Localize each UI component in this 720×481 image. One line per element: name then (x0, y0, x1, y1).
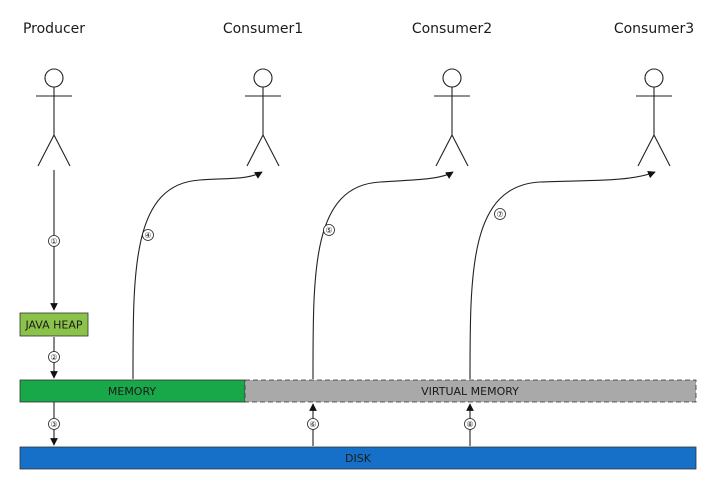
virtual-memory-box: VIRTUAL MEMORY (244, 379, 697, 403)
step-marker-8 (464, 418, 476, 430)
step-marker-7 (494, 208, 506, 220)
flow-memory-to-consumer1 (132, 171, 263, 380)
actor-label-consumer2: Consumer2 (412, 21, 492, 37)
step-marker-2 (48, 351, 60, 363)
step-label-3: ③ (50, 420, 57, 429)
consumer3-figure (636, 68, 672, 167)
disk-label: DISK (345, 452, 372, 465)
flow-virtual-memory-to-consumer3 (469, 170, 656, 380)
disk-box: DISK (19, 446, 697, 470)
actor-label-producer: Producer (23, 21, 85, 37)
step-label-5: ⑤ (325, 226, 332, 235)
producer-figure (36, 68, 72, 167)
step-marker-5 (323, 224, 335, 236)
step-marker-3 (48, 418, 60, 430)
step-marker-6 (307, 418, 319, 430)
step-label-2: ② (50, 353, 57, 362)
step-label-1: ① (50, 237, 57, 246)
step-marker-4 (142, 229, 154, 241)
java-heap-box: JAVA HEAP (19, 312, 89, 337)
consumer2-figure (434, 68, 470, 167)
consumer1-figure (245, 68, 281, 167)
step-label-4: ④ (144, 231, 151, 240)
actor-label-consumer1: Consumer1 (223, 21, 303, 37)
step-label-8: ⑧ (466, 420, 473, 429)
memory-box: MEMORY (19, 379, 246, 403)
memory-label: MEMORY (108, 385, 157, 398)
virtual-memory-label: VIRTUAL MEMORY (421, 385, 519, 398)
flow-virtual-memory-to-consumer2 (312, 171, 454, 380)
java-heap-label: JAVA HEAP (24, 319, 82, 332)
actor-label-consumer3: Consumer3 (614, 21, 694, 37)
step-marker-1 (48, 235, 60, 247)
step-label-6: ⑥ (309, 420, 316, 429)
step-label-7: ⑦ (496, 210, 503, 219)
